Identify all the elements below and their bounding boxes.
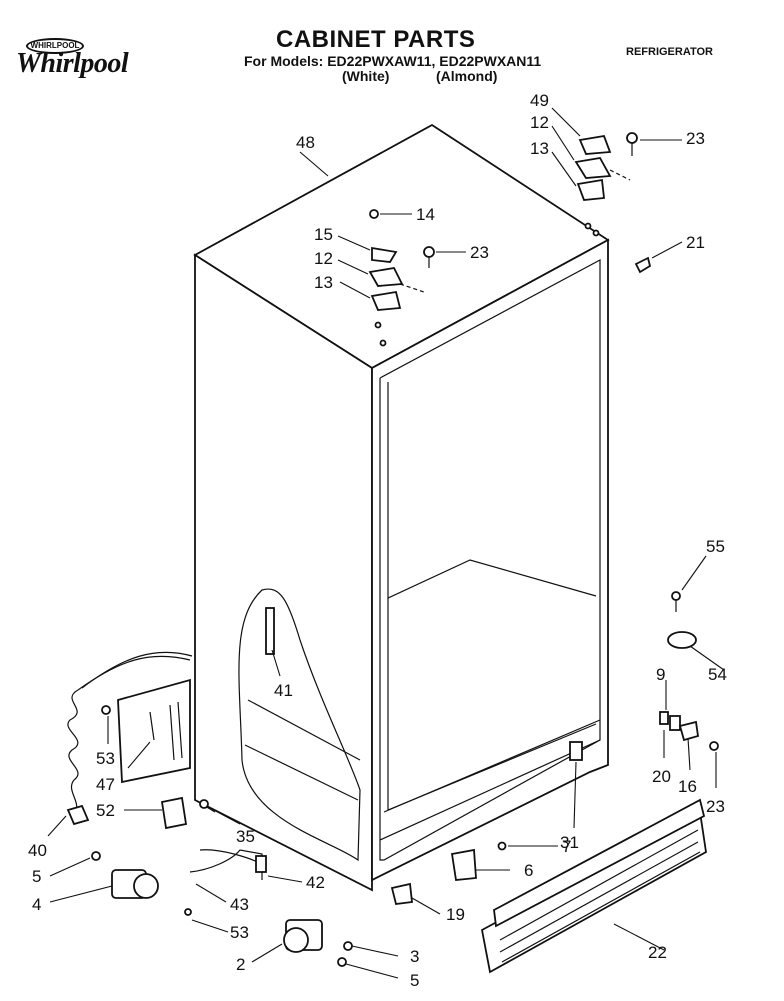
leader-lines [47,107,725,979]
callout-21: 21 [686,233,705,252]
cord-clamp [160,796,188,830]
callout-6: 6 [524,861,533,880]
callout-43: 43 [230,895,249,914]
power-cord [66,651,193,826]
callout-19: 19 [446,905,465,924]
callout-35: 35 [236,827,255,846]
callout-23: 23 [706,797,725,816]
model-numbers: For Models: ED22PWXAW11, ED22PWXAN11 [244,53,542,69]
callout-12: 12 [530,113,549,132]
callout-9: 9 [656,665,665,684]
roller-bracket [283,919,353,967]
page-title: CABINET PARTS [276,26,476,53]
bracket-55-54 [667,591,697,649]
logo-badge: WHIRLPOOL [26,38,84,54]
category-label: REFRIGERATOR [626,46,713,58]
callout-22: 22 [648,943,667,962]
callout-7: 7 [562,837,571,856]
callout-12: 12 [314,249,333,268]
callout-31: 31 [560,833,579,852]
callout-40: 40 [28,841,47,860]
junction-box [101,678,191,784]
callout-54: 54 [708,665,727,684]
variant-almond: (Almond) [436,68,498,84]
callout-13: 13 [530,139,549,158]
drain-tube [184,849,267,916]
callout-2: 2 [236,955,245,974]
roller-assembly [91,851,159,899]
callout-53: 53 [230,923,249,942]
whirlpool-logo: WHIRLPOOL Whirlpool [16,38,148,82]
callout-42: 42 [306,873,325,892]
clip-6 [450,841,507,881]
clip-19 [390,882,413,905]
callout-49: 49 [530,91,549,110]
callout-13: 13 [314,273,333,292]
callout-14: 14 [416,205,435,224]
callout-4: 4 [32,895,41,914]
callout-23: 23 [470,243,489,262]
callout-53: 53 [96,749,115,768]
callout-47: 47 [96,775,115,794]
screw [199,799,209,809]
callout-52: 52 [96,801,115,820]
hinge-assembly-left [368,209,435,347]
variant-white: (White) [342,68,390,84]
callout-3: 3 [410,947,419,966]
clip-part [569,741,583,761]
callout-15: 15 [314,225,333,244]
callout-41: 41 [274,681,293,700]
logo-wordmark: Whirlpool [16,48,129,79]
callout-5: 5 [32,867,41,886]
callout-16: 16 [678,777,697,796]
callout-5: 5 [410,971,419,990]
callout-48: 48 [296,133,315,152]
callout-23: 23 [686,129,705,148]
lower-hinge-bracket [659,711,719,751]
door-stop-part [634,256,652,274]
callout-numbers: 48 49 12 13 23 14 15 12 13 23 21 55 54 9… [28,91,727,990]
callout-55: 55 [706,537,725,556]
toe-grille [480,798,707,974]
hinge-assembly-right [574,132,638,237]
cabinet-body [193,123,610,892]
callout-20: 20 [652,767,671,786]
